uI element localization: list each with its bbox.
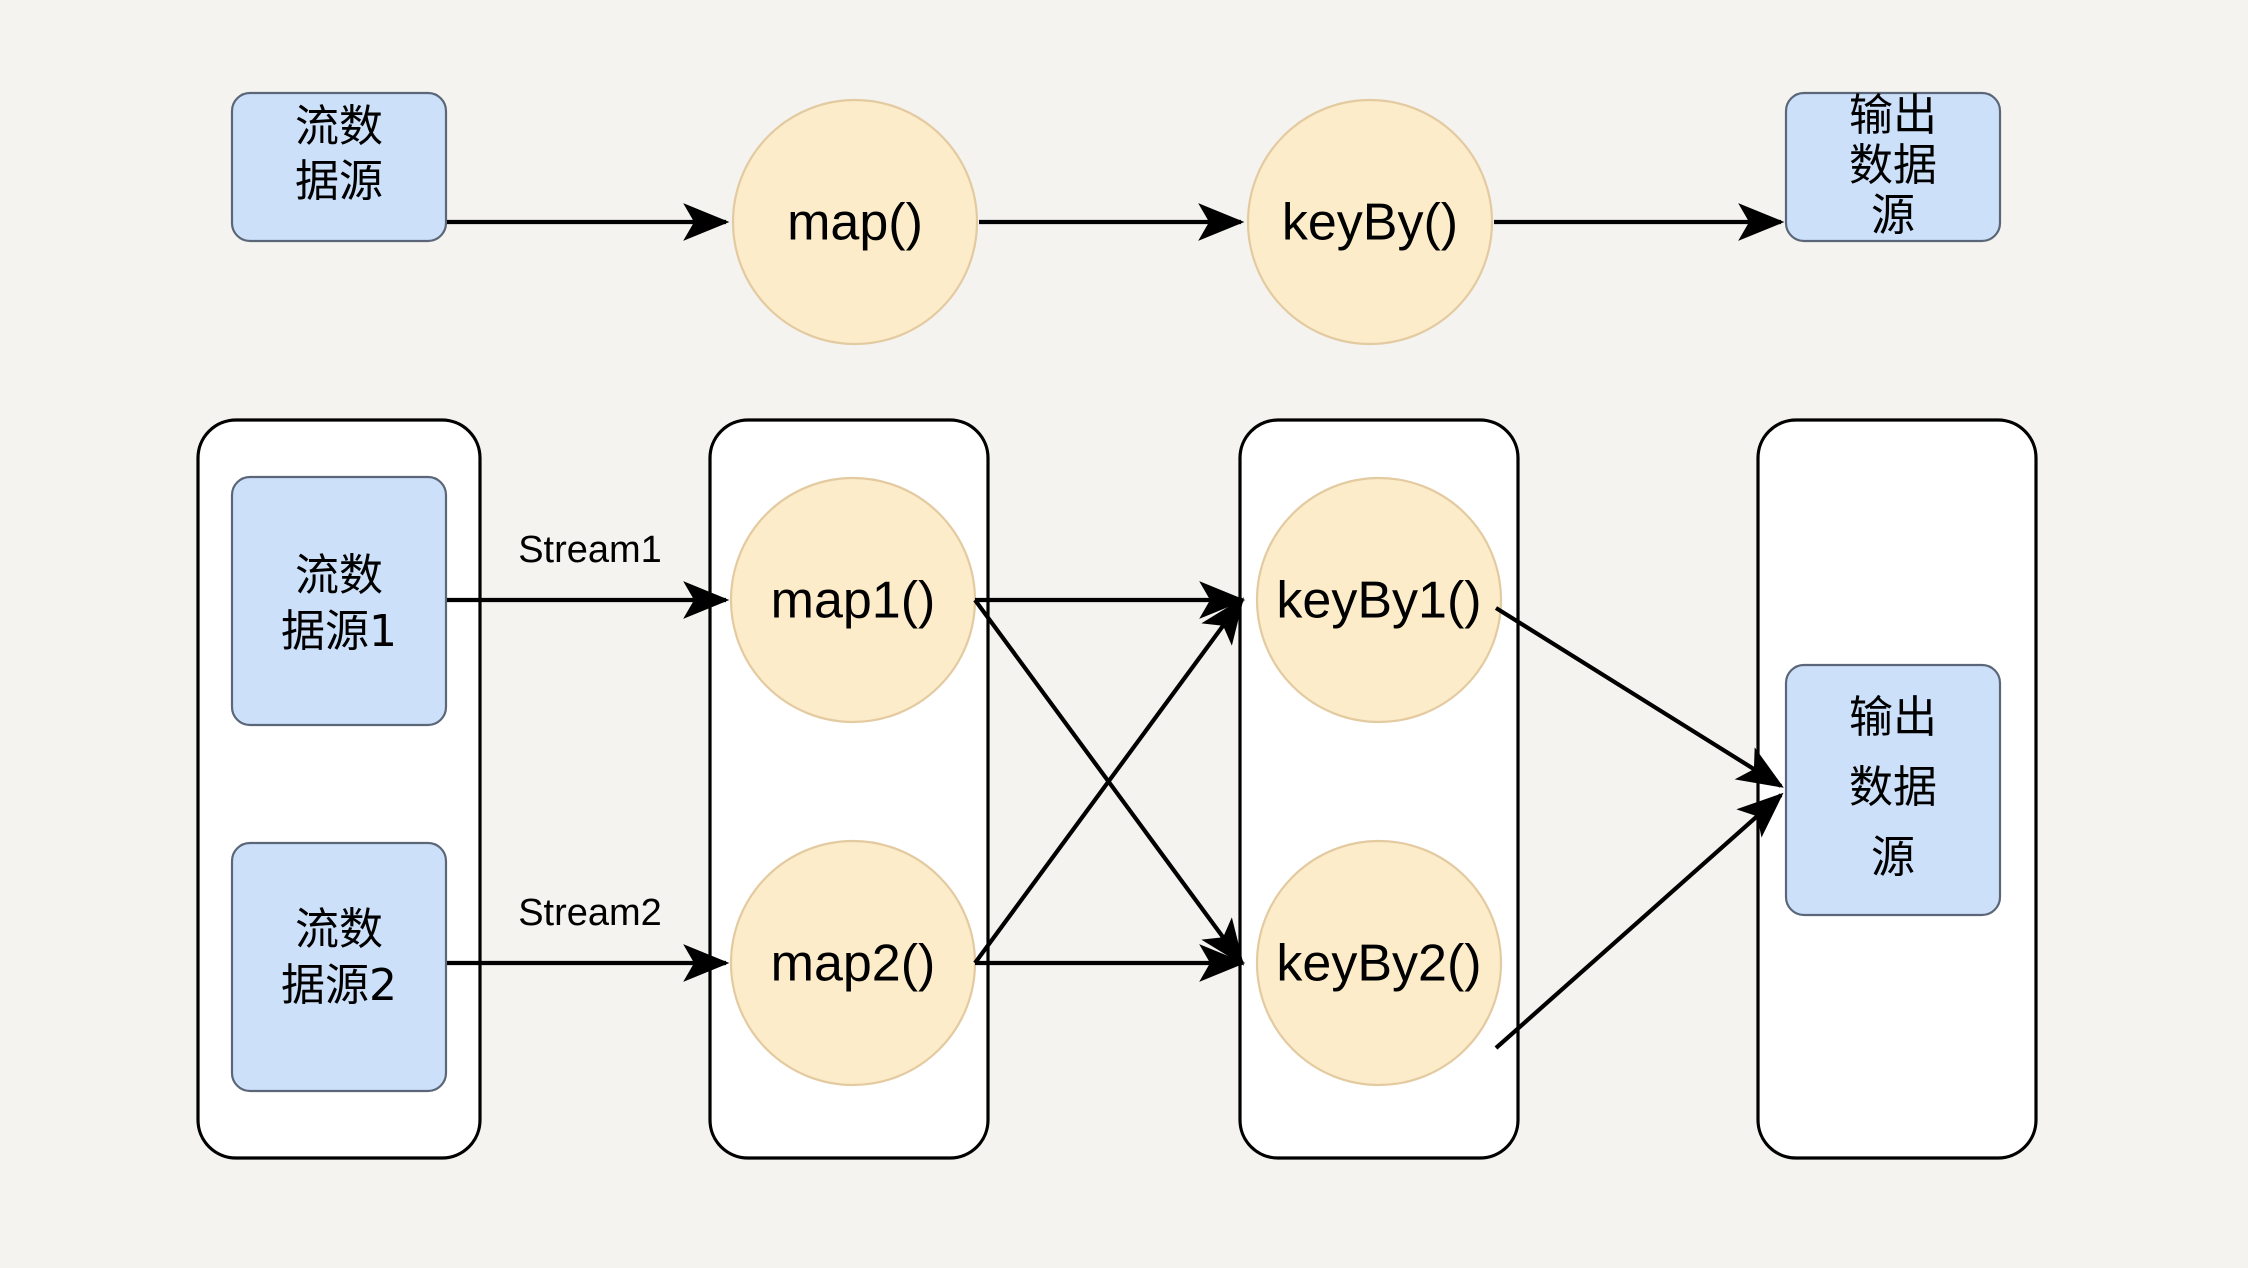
- top-sink-label-line1: 输出: [1849, 90, 1937, 141]
- bottom-map2-node[interactable]: map2(): [729, 839, 977, 1087]
- bottom-sink-node[interactable]: 输出 数据 源: [1784, 663, 2002, 917]
- edge-label-stream1: Stream1: [518, 529, 662, 571]
- bottom-source2-node[interactable]: 流数 据源2: [230, 841, 448, 1093]
- bottom-map2-label: map2(): [771, 935, 936, 993]
- top-map-circle[interactable]: [731, 98, 979, 346]
- bottom-source1-label-line1: 流数: [295, 550, 383, 601]
- top-source-node[interactable]: 流数 据源: [230, 91, 448, 243]
- top-sink-box[interactable]: [1784, 91, 2002, 243]
- bottom-keyby2-label: keyBy2(): [1276, 935, 1481, 993]
- top-sink-node[interactable]: 输出 数据 源: [1784, 90, 2002, 243]
- bottom-keyby1-node[interactable]: keyBy1(): [1255, 476, 1503, 724]
- bottom-edge-keyby1-to-sink: [1494, 606, 1784, 788]
- bottom-row-group: 流数 据源1 流数 据源2 Stream1 Stream2 map1(): [196, 418, 2038, 1160]
- bottom-source1-box[interactable]: [230, 475, 448, 727]
- bottom-edge-map2-to-keyby1: [973, 597, 1244, 965]
- top-keyby-label: keyBy(): [1282, 194, 1458, 252]
- top-map-node[interactable]: map(): [731, 98, 979, 346]
- top-source-box[interactable]: [230, 91, 448, 243]
- bottom-source2-label-line2: 据源2: [281, 960, 397, 1011]
- top-row-group: 流数 据源 map() keyBy() 输出: [230, 90, 2002, 346]
- bottom-sink-box[interactable]: [1784, 663, 2002, 917]
- top-source-label-line1: 流数: [295, 101, 383, 152]
- bottom-source2-box[interactable]: [230, 841, 448, 1093]
- bottom-sink-label-line2: 数据: [1849, 762, 1937, 813]
- edge-label-stream2: Stream2: [518, 892, 662, 934]
- bottom-sink-label-line1: 输出: [1849, 692, 1937, 743]
- top-map-label: map(): [787, 194, 923, 252]
- top-source-label-line2: 据源: [295, 156, 383, 207]
- bottom-keyby1-label: keyBy1(): [1276, 572, 1481, 630]
- bottom-edge-keyby2-to-sink: [1494, 792, 1784, 1050]
- bottom-source1-label-line2: 据源1: [281, 606, 397, 657]
- bottom-sink-label-line3: 源: [1871, 832, 1915, 883]
- bottom-source1-node[interactable]: 流数 据源1: [230, 475, 448, 727]
- top-keyby-node[interactable]: keyBy(): [1246, 98, 1494, 346]
- top-sink-label-line3: 源: [1871, 190, 1915, 241]
- top-keyby-circle[interactable]: [1246, 98, 1494, 346]
- bottom-keyby2-circle[interactable]: [1255, 839, 1503, 1087]
- bottom-keyby1-circle[interactable]: [1255, 476, 1503, 724]
- bottom-source2-label-line1: 流数: [295, 904, 383, 955]
- bottom-keyby2-node[interactable]: keyBy2(): [1255, 839, 1503, 1087]
- top-sink-label-line2: 数据: [1849, 140, 1937, 191]
- bottom-map1-label: map1(): [771, 572, 936, 630]
- bottom-map1-node[interactable]: map1(): [729, 476, 977, 724]
